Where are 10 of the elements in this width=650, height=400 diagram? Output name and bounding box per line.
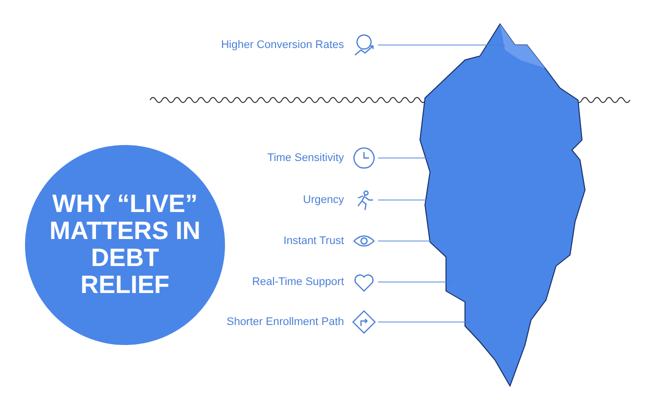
- benefit-label: Instant Trust: [283, 235, 344, 247]
- iceberg-drawing: [420, 23, 586, 388]
- benefit-label: Shorter Enrollment Path: [226, 316, 344, 328]
- benefit-label: Time Sensitivity: [267, 152, 344, 164]
- benefit-label: Higher Conversion Rates: [221, 39, 344, 51]
- leader-line: [378, 44, 506, 46]
- leader-line: [378, 240, 440, 242]
- benefit-label: Urgency: [303, 194, 344, 206]
- title-text: WHY “LIVE” MATTERS IN DEBT RELIEF: [48, 191, 202, 299]
- benefit-label: Real-Time Support: [252, 276, 344, 288]
